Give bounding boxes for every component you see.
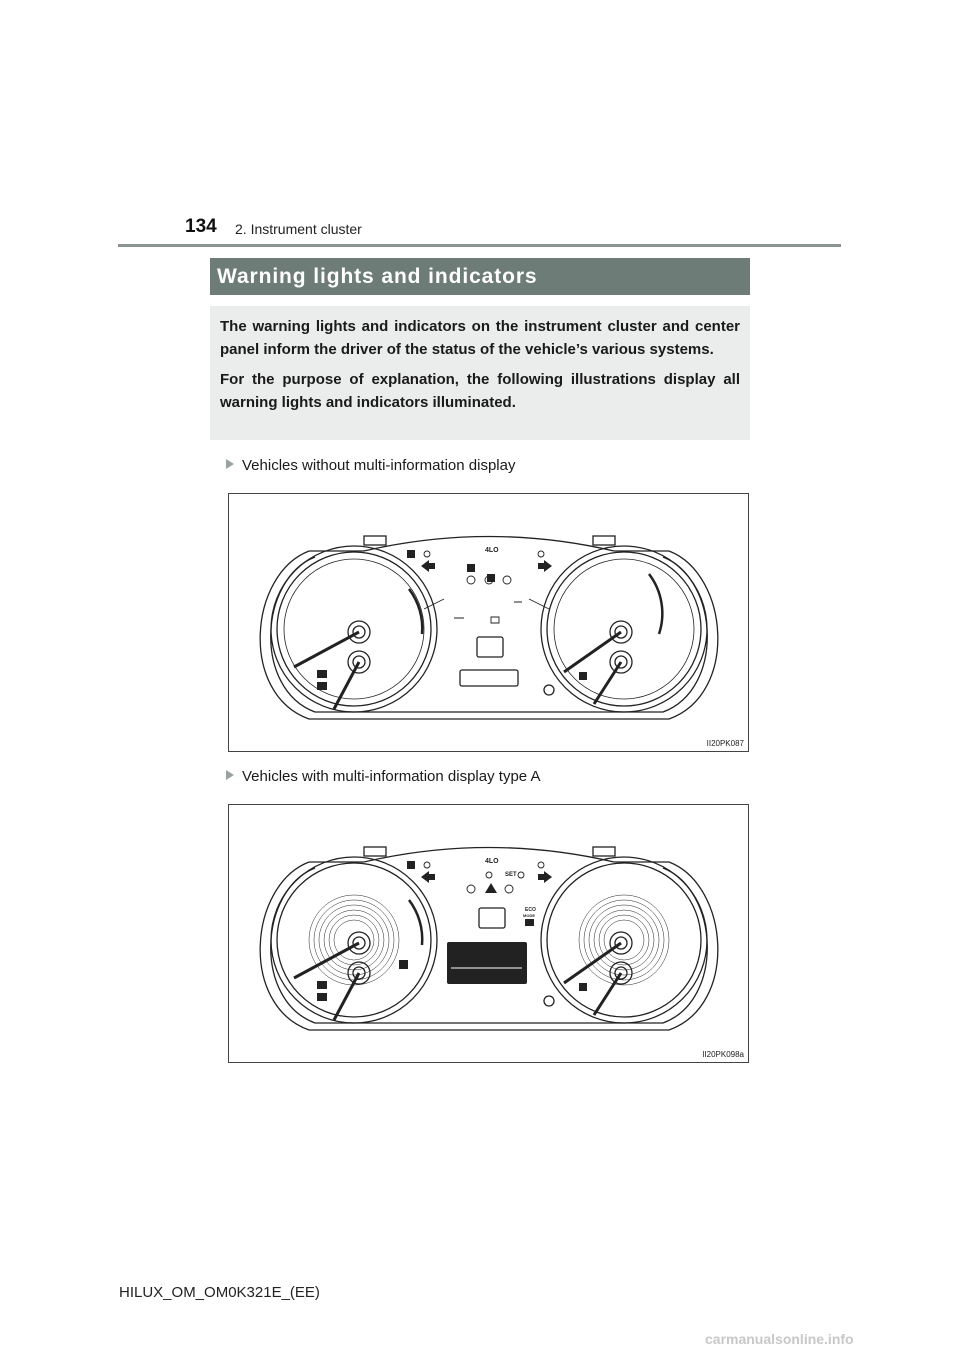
bullet-triangle-icon xyxy=(226,770,234,780)
figure-cluster-without-mid: 4LO II20PK087 xyxy=(228,493,749,752)
figure-1-code: II20PK087 xyxy=(706,739,744,748)
document-code-footer: HILUX_OM_OM0K321E_(EE) xyxy=(119,1284,320,1301)
turn-left-arrow-icon xyxy=(421,560,429,572)
mode-indicator-label: MODE xyxy=(523,913,535,918)
intro-paragraph-1: The warning lights and indicators on the… xyxy=(220,318,740,358)
instrument-cluster-illustration: 4LO SET ECO MODE xyxy=(259,846,719,1031)
turn-left-arrow-icon xyxy=(421,871,429,883)
eco-indicator-label: ECO xyxy=(525,907,536,913)
figure-1-caption-text: Vehicles without multi-information displ… xyxy=(242,457,516,474)
figure-2-caption-text: Vehicles with multi-information display … xyxy=(242,768,541,785)
turn-right-arrow-icon xyxy=(544,560,552,572)
bullet-triangle-icon xyxy=(226,459,234,469)
4lo-indicator-label: 4LO xyxy=(485,547,499,554)
section-title: 2. Instrument cluster xyxy=(235,221,362,237)
warning-triangle-icon xyxy=(485,883,497,893)
figure-2-caption: Vehicles with multi-information display … xyxy=(226,768,540,785)
turn-right-arrow-icon xyxy=(544,871,552,883)
set-indicator-label: SET xyxy=(505,872,517,878)
intro-box: The warning lights and indicators on the… xyxy=(210,306,750,440)
page-number: 134 xyxy=(185,216,217,237)
figure-2-code: II20PK098a xyxy=(702,1050,744,1059)
instrument-cluster-illustration: 4LO xyxy=(259,535,719,720)
header-rule xyxy=(118,244,841,247)
multi-information-display xyxy=(447,942,527,984)
intro-paragraph-2: For the purpose of explanation, the foll… xyxy=(220,371,740,411)
4lo-indicator-label: 4LO xyxy=(485,858,499,865)
figure-cluster-mid-type-a: 4LO SET ECO MODE II20PK098a xyxy=(228,804,749,1063)
figure-1-caption: Vehicles without multi-information displ… xyxy=(226,457,515,474)
watermark: carmanualsonline.info xyxy=(705,1331,854,1347)
page-title: Warning lights and indicators xyxy=(210,258,750,295)
